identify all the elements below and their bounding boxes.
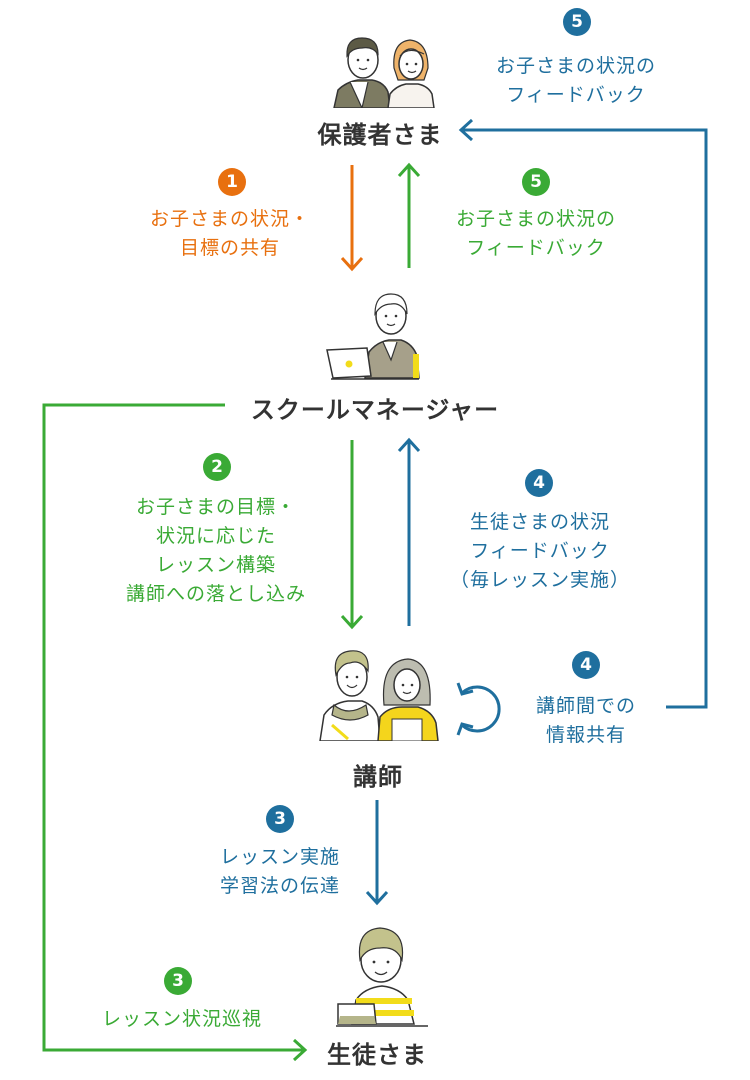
step-4-sharing-line-2: 情報共有: [545, 724, 626, 746]
step-2-line-2: 状況に応じた: [155, 525, 276, 547]
step-badge-3-blue: 3: [266, 805, 294, 833]
student-tablet-illustration: [336, 927, 428, 1027]
step-2-text: お子さまの目標・ 状況に応じた レッスン構築 講師への落とし込み: [96, 493, 336, 609]
arrow-teachers-to-manager: [397, 437, 421, 626]
step-4-feedback-line-3: （毎レッスン実施）: [449, 569, 630, 591]
step-badge-3-green: 3: [164, 967, 192, 995]
step-1-text: お子さまの状況・ 目標の共有: [110, 205, 350, 263]
step-badge-1: 1: [218, 168, 246, 196]
step-3-blue-line-2: 学習法の伝達: [219, 875, 340, 897]
step-3-green-line-1: レッスン状況巡視: [101, 1008, 262, 1030]
step-5-blue-line-1: お子さまの状況の: [495, 55, 656, 77]
step-2-line-4: 講師への落とし込み: [125, 583, 306, 605]
step-5-green-text: お子さまの状況の フィードバック: [420, 205, 652, 263]
step-badge-5-blue: 5: [563, 8, 591, 36]
step-3-green-text: レッスン状況巡視: [72, 1005, 292, 1034]
step-4-feedback-line-1: 生徒さまの状況: [469, 511, 610, 533]
node-student-label: 生徒さま: [327, 1041, 427, 1069]
step-4-feedback-text: 生徒さまの状況 フィードバック （毎レッスン実施）: [430, 508, 650, 595]
step-4-sharing-line-1: 講師間での: [535, 695, 636, 717]
parents-illustration: [333, 37, 435, 108]
manager-laptop-illustration: [326, 293, 420, 380]
step-2-line-1: お子さまの目標・: [135, 496, 296, 518]
step-1-line-2: 目標の共有: [179, 237, 280, 259]
step-badge-5-green: 5: [522, 168, 550, 196]
node-parents-label: 保護者さま: [317, 121, 443, 149]
step-4-feedback-line-2: フィードバック: [470, 540, 610, 562]
step-badge-4-sharing: 4: [572, 651, 600, 679]
step-badge-4-feedback: 4: [525, 469, 553, 497]
step-5-green-line-1: お子さまの状況の: [455, 208, 616, 230]
node-teachers-label: 講師: [353, 763, 403, 791]
arrow-teachers-to-parents: [458, 118, 708, 709]
step-5-blue-line-2: フィードバック: [506, 84, 646, 106]
cycle-arrow-icon: [456, 682, 501, 736]
step-4-sharing-text: 講師間での 情報共有: [516, 692, 656, 750]
step-1-line-1: お子さまの状況・: [149, 208, 310, 230]
node-manager-label: スクールマネージャー: [250, 396, 500, 424]
teachers-illustration: [319, 650, 439, 741]
step-2-line-3: レッスン構築: [155, 554, 276, 576]
arrow-manager-to-student: [42, 403, 308, 1062]
arrow-manager-to-teachers: [340, 440, 364, 630]
step-3-blue-text: レッスン実施 学習法の伝達: [200, 843, 360, 901]
arrow-parents-to-manager: [340, 165, 364, 272]
step-3-blue-line-1: レッスン実施: [219, 846, 340, 868]
step-badge-2: 2: [203, 453, 231, 481]
step-5-green-line-2: フィードバック: [466, 237, 606, 259]
arrow-manager-to-parents: [397, 162, 421, 268]
step-5-blue-text: お子さまの状況の フィードバック: [460, 52, 692, 110]
arrow-teachers-to-student: [365, 800, 389, 906]
